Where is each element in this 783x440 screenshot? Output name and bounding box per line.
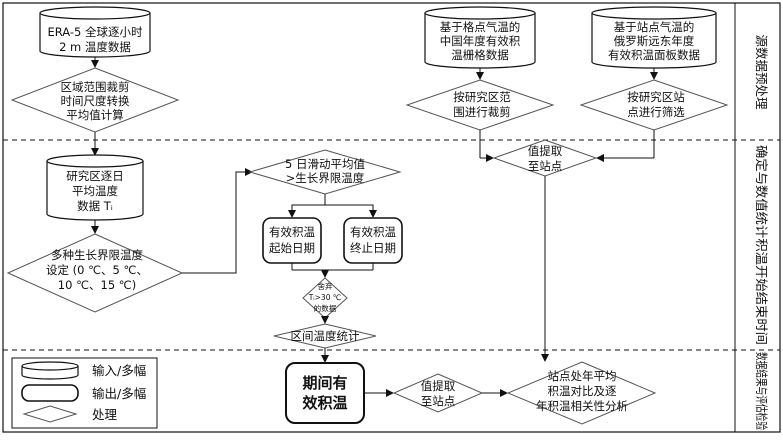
node-moving-avg-line-2: >生长界限温度 xyxy=(286,171,365,185)
node-compare-line-2: 积温对比及逐 xyxy=(548,384,617,398)
node-period-aat-line-2: 效积温 xyxy=(302,394,347,412)
node-station-data-line-3: 有效积温面板数据 xyxy=(608,48,700,62)
node-end-date-line-2: 终止日期 xyxy=(350,241,396,255)
node-process1: 区域范围裁剪 时间尺度转换 平均值计算 xyxy=(10,67,180,133)
node-extract-top-line-2: 至站点 xyxy=(528,159,563,173)
node-discard-line-1: 舍弃 xyxy=(318,281,333,291)
node-grid-data-line-1: 基于格点气温的 xyxy=(440,20,521,34)
section-label-stats: 确定与数值统计积温开始结束时间 xyxy=(754,145,769,345)
node-thresholds-line-2: 设定 (0 ℃、5 ℃、 xyxy=(46,263,148,277)
node-start-date-line-1: 有效积温 xyxy=(269,225,315,239)
diagram-frame xyxy=(2,2,781,433)
arrow-movingavg-end xyxy=(325,204,377,218)
node-era5-line-2: 2 m 温度数据 xyxy=(59,40,131,54)
section-label-results: 数据结果与评估检验 xyxy=(754,352,769,430)
node-filter-station-line-1: 按研究区站 xyxy=(627,90,685,104)
node-extract-bottom-line-2: 至站点 xyxy=(421,394,456,408)
node-grid-data-line-3: 温栅格数据 xyxy=(451,48,509,62)
node-crop-grid: 按研究区范 围进行裁剪 xyxy=(405,79,555,131)
node-filter-station: 按研究区站 点进行筛选 xyxy=(579,79,729,131)
node-thresholds-line-1: 多种生长界限温度 xyxy=(51,248,143,262)
arrow-movingavg-start xyxy=(288,194,326,218)
node-compare-line-1: 站点处年平均 xyxy=(548,369,617,383)
node-interval-stats-line-1: 区间温度统计 xyxy=(291,329,360,343)
node-moving-avg: 5 日滑动平均值 >生长界限温度 xyxy=(248,149,402,195)
node-thresholds-line-3: 10 ℃、15 ℃) xyxy=(58,278,136,292)
node-end-date: 有效积温 终止日期 xyxy=(343,217,403,264)
legend-label-process: 处理 xyxy=(92,407,118,422)
node-extract-bottom-line-1: 值提取 xyxy=(421,379,456,393)
node-daily-temp: 研究区逐日 平均温度 数据 Tᵢ xyxy=(46,154,144,221)
node-compare-line-3: 年积温相关性分析 xyxy=(536,399,628,413)
node-process1-line-3: 平均值计算 xyxy=(66,108,124,122)
node-daily-temp-line-2: 平均温度 xyxy=(72,184,118,198)
legend-cylinder-icon xyxy=(21,361,79,380)
node-extract-top-line-1: 值提取 xyxy=(528,144,563,158)
section-label-preprocess-group: 源数据预处理 xyxy=(754,34,769,110)
section-label-preprocess: 源数据预处理 xyxy=(754,34,769,110)
node-station-data: 基于站点气温的 俄罗斯远东年度 有效积温面板数据 xyxy=(591,6,717,69)
legend-rounded-icon xyxy=(21,384,79,402)
node-interval-stats: 区间温度统计 xyxy=(273,323,377,349)
node-extract-bottom: 值提取 至站点 xyxy=(392,373,484,413)
legend: 输入/多幅 输出/多幅 处理 xyxy=(11,357,158,429)
legend-label-input: 输入/多幅 xyxy=(92,363,146,378)
node-crop-grid-line-1: 按研究区范 xyxy=(453,90,511,104)
node-era5-line-1: ERA-5 全球逐小时 xyxy=(47,25,143,39)
node-period-aat-line-1: 期间有 xyxy=(302,374,347,392)
node-extract-top: 值提取 至站点 xyxy=(492,139,598,177)
node-process1-line-2: 时间尺度转换 xyxy=(61,94,130,108)
node-start-date-line-2: 起始日期 xyxy=(269,241,315,255)
node-discard: 舍弃 Tᵢ>30 ℃ 的数据 xyxy=(302,277,348,319)
node-daily-temp-line-3: 数据 Tᵢ xyxy=(77,199,113,213)
node-era5: ERA-5 全球逐小时 2 m 温度数据 xyxy=(39,6,151,58)
node-end-date-line-1: 有效积温 xyxy=(350,225,396,239)
node-period-aat: 期间有 效积温 xyxy=(285,362,365,424)
node-process1-line-1: 区域范围裁剪 xyxy=(61,80,130,94)
node-daily-temp-line-1: 研究区逐日 xyxy=(66,169,124,183)
node-station-data-line-2: 俄罗斯远东年度 xyxy=(614,34,695,48)
section-label-results-group: 数据结果与评估检验 xyxy=(754,352,769,430)
node-moving-avg-line-1: 5 日滑动平均值 xyxy=(285,157,365,171)
legend-diamond-icon xyxy=(22,405,78,423)
node-discard-line-2: Tᵢ>30 ℃ xyxy=(308,293,342,302)
node-filter-station-line-2: 点进行筛选 xyxy=(627,105,685,119)
node-grid-data: 基于格点气温的 中国年度有效积 温栅格数据 xyxy=(424,6,536,69)
node-crop-grid-line-2: 围进行裁剪 xyxy=(453,105,511,119)
node-thresholds: 多种生长界限温度 设定 (0 ℃、5 ℃、 10 ℃、15 ℃) xyxy=(6,233,184,313)
node-discard-line-3: 的数据 xyxy=(314,303,337,313)
legend-label-output: 输出/多幅 xyxy=(92,386,146,401)
node-start-date: 有效积温 起始日期 xyxy=(262,217,322,264)
node-compare: 站点处年平均 积温对比及逐 年积温相关性分析 xyxy=(506,361,657,425)
section-label-stats-group: 确定与数值统计积温开始结束时间 xyxy=(754,145,769,345)
node-grid-data-line-2: 中国年度有效积 xyxy=(440,34,521,48)
arrow-thresholds-movingavg xyxy=(182,168,253,274)
node-station-data-line-1: 基于站点气温的 xyxy=(614,20,695,34)
